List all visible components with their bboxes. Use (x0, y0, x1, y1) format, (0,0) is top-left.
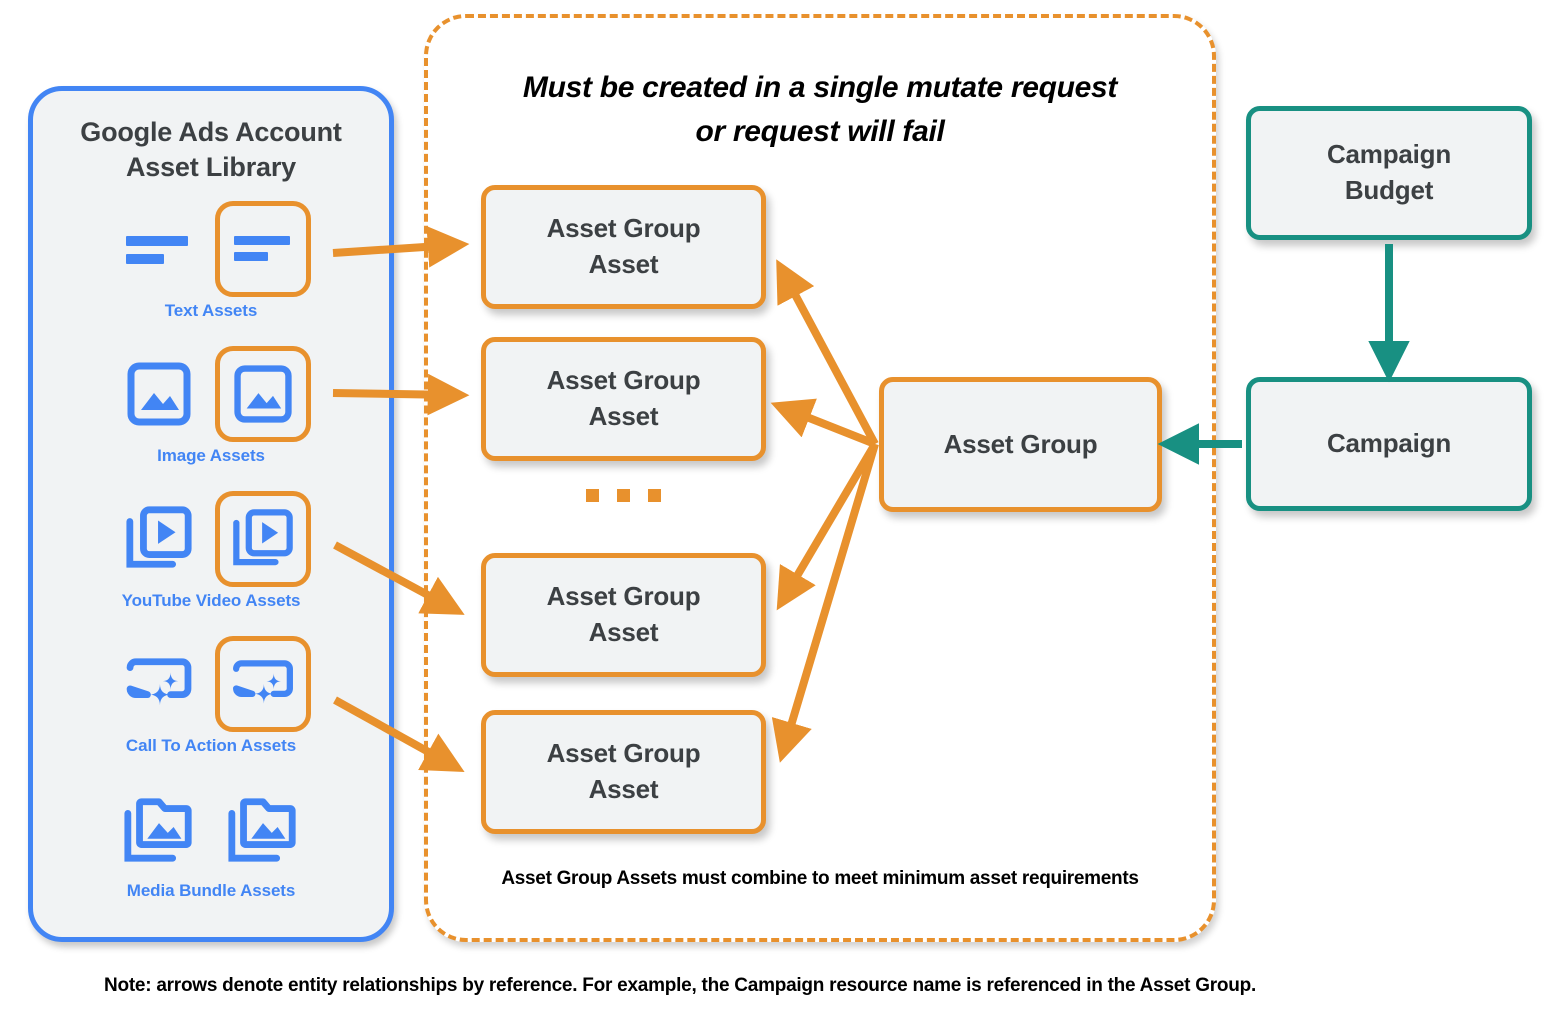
library-item-youtube-video-assets[interactable]: YouTube Video Assets (33, 491, 389, 611)
library-item-label: Media Bundle Assets (126, 881, 296, 900)
library-item-call-to-action-assets[interactable]: Call To Action Assets (33, 636, 389, 756)
asset-group-asset-node[interactable]: Asset Group Asset (481, 710, 766, 834)
text-asset-icon-pair (33, 201, 389, 297)
asset-group-node[interactable]: Asset Group (879, 377, 1162, 512)
asset-group-asset-label-line1: Asset Group (546, 738, 701, 769)
library-item-text-assets[interactable]: Text Assets (33, 201, 389, 321)
library-item-media-bundle-assets[interactable]: Media Bundle Assets (33, 781, 389, 901)
video-asset-icon-selected[interactable] (215, 491, 311, 587)
asset-group-label: Asset Group (943, 428, 1098, 459)
media-bundle-asset-icon (111, 781, 207, 877)
text-asset-icon-selected[interactable] (215, 201, 311, 297)
asset-group-asset-label-line2: Asset (588, 774, 659, 804)
call-to-action-asset-icon-selected[interactable] (215, 636, 311, 732)
asset-group-asset-label-line2: Asset (588, 617, 659, 647)
ellipsis-dot (617, 489, 630, 502)
asset-group-asset-label: Asset Group Asset (547, 736, 701, 808)
image-asset-icon-pair (33, 346, 389, 442)
ellipsis-dot (586, 489, 599, 502)
asset-group-asset-label-line1: Asset Group (546, 213, 701, 244)
media-bundle-asset-icon-pair (33, 781, 389, 877)
asset-group-asset-label-line1: Asset Group (546, 365, 701, 396)
mutate-request-title-line2: or request will fail (695, 114, 945, 148)
asset-group-asset-node[interactable]: Asset Group Asset (481, 553, 766, 677)
campaign-budget-label: Campaign Budget (1327, 137, 1451, 209)
mutate-request-footnote: Asset Group Assets must combine to meet … (501, 868, 1139, 889)
image-asset-icon (111, 346, 207, 442)
library-item-label: YouTube Video Assets (121, 591, 301, 610)
campaign-node[interactable]: Campaign (1246, 377, 1532, 511)
library-item-label: Image Assets (157, 446, 265, 465)
asset-library-title-line2: Asset Library (126, 151, 296, 182)
asset-group-asset-ellipsis (481, 489, 766, 502)
video-asset-icon-pair (33, 491, 389, 587)
ellipsis-dot (648, 489, 661, 502)
text-asset-icon (111, 201, 207, 297)
asset-group-asset-label-line2: Asset (588, 401, 659, 431)
campaign-budget-node[interactable]: Campaign Budget (1246, 106, 1532, 240)
call-to-action-asset-icon-pair (33, 636, 389, 732)
library-item-image-assets[interactable]: Image Assets (33, 346, 389, 466)
image-asset-icon-selected[interactable] (215, 346, 311, 442)
library-item-label: Text Assets (164, 301, 258, 320)
call-to-action-asset-icon (111, 636, 207, 732)
asset-group-asset-label: Asset Group Asset (547, 211, 701, 283)
asset-library-panel: Google Ads Account Asset Library (28, 86, 394, 942)
asset-group-asset-label-line1: Asset Group (546, 581, 701, 612)
campaign-budget-label-line1: Campaign (1326, 139, 1452, 170)
mutate-request-title: Must be created in a single mutate reque… (468, 66, 1172, 153)
asset-library-title-line1: Google Ads Account (80, 117, 342, 147)
asset-group-asset-node[interactable]: Asset Group Asset (481, 185, 766, 309)
media-bundle-asset-icon-2 (215, 781, 311, 877)
asset-library-title: Google Ads Account Asset Library (33, 115, 389, 184)
campaign-budget-label-line2: Budget (1344, 175, 1434, 205)
campaign-label: Campaign (1326, 428, 1452, 459)
asset-group-asset-node[interactable]: Asset Group Asset (481, 337, 766, 461)
library-item-label: Call To Action Assets (125, 736, 297, 755)
video-asset-icon (111, 491, 207, 587)
mutate-request-title-line1: Must be created in a single mutate reque… (522, 71, 1118, 104)
asset-group-asset-label: Asset Group Asset (547, 579, 701, 651)
diagram-note: Note: arrows denote entity relationships… (104, 975, 1256, 996)
asset-group-asset-label-line2: Asset (588, 249, 659, 279)
asset-group-asset-label: Asset Group Asset (547, 363, 701, 435)
